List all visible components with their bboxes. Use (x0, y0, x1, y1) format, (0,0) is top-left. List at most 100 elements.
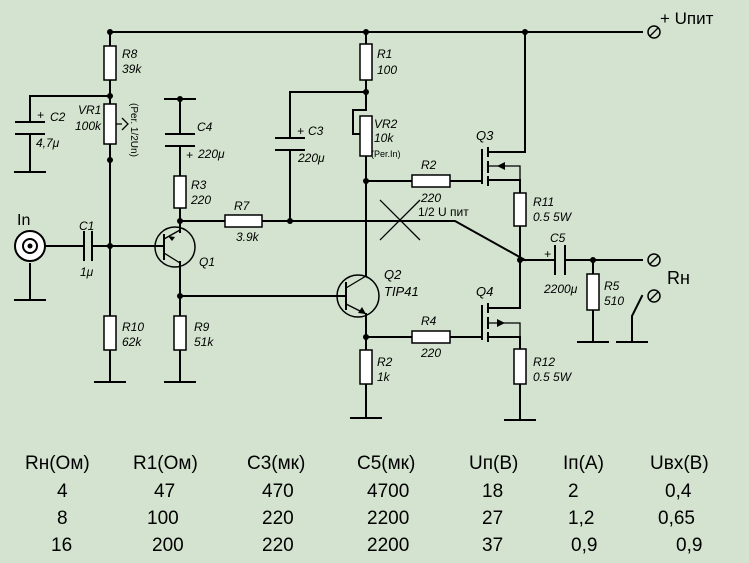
c5-capacitor (554, 245, 566, 275)
r11-resistor (513, 192, 527, 227)
c1-name: C1 (79, 219, 94, 233)
table-cell: 2200 (367, 535, 409, 556)
r11-value: 0.5 5W (533, 210, 573, 224)
q2-value: TIP41 (384, 284, 419, 299)
table-cell: 0,65 (658, 508, 695, 529)
table-cell: 8 (57, 508, 68, 529)
vr1-note: (Per. 1/2Un) (128, 103, 139, 157)
table-header-cell: Iп(А) (563, 453, 604, 474)
table-cell: 0,4 (665, 481, 692, 502)
input-label: In (17, 212, 30, 229)
r10-value: 62k (122, 335, 142, 349)
table-cell: 100 (147, 508, 179, 529)
table-cell: 1,2 (568, 508, 594, 529)
table-cell: 27 (482, 508, 503, 529)
c3-value: 220μ (297, 151, 325, 165)
vr2-note: (Per.In) (371, 149, 401, 159)
c2-pol: + (37, 108, 44, 122)
table-cell: 4 (57, 481, 68, 502)
r2a-resistor (411, 174, 451, 188)
c4-value: 220μ (197, 147, 225, 161)
c5-name: C5 (550, 231, 566, 245)
c3-pol: + (297, 124, 304, 138)
c3-name: C3 (308, 124, 324, 138)
c3-capacitor (275, 137, 305, 151)
r8-value: 39k (122, 62, 142, 76)
table-header-cell: Uвх(В) (650, 453, 709, 474)
r9-name: R9 (194, 320, 210, 334)
r3-resistor (173, 175, 187, 209)
r12-value: 0.5 5W (533, 370, 573, 384)
table-header: Rн(Ом) R1(Ом) C3(мк) C5(мк) Uп(В) Iп(А) … (25, 453, 709, 474)
table-row: 4 47 470 4700 18 2 0,4 (57, 481, 692, 502)
r5-value: 510 (604, 294, 624, 308)
table-cell: 37 (482, 535, 503, 556)
r9-resistor (173, 315, 187, 351)
load-terminal-top (647, 253, 661, 267)
table-header-cell: C5(мк) (357, 453, 415, 474)
r3-value: 220 (190, 193, 211, 207)
r12-resistor (513, 348, 527, 385)
vr2-value: 10k (374, 131, 394, 145)
r4-value: 220 (420, 346, 441, 360)
vr1-value: 100k (75, 119, 102, 133)
table-header-cell: C3(мк) (247, 453, 305, 474)
load-terminal-bottom (647, 289, 661, 303)
c2-value: 4,7μ (36, 136, 60, 150)
vr1-name: VR1 (78, 103, 101, 117)
table-cell: 4700 (367, 481, 409, 502)
q3-name: Q3 (476, 128, 494, 143)
r1-value: 100 (377, 63, 397, 77)
r8-name: R8 (122, 47, 138, 61)
q4-mosfet (481, 303, 521, 342)
r3-name: R3 (191, 178, 207, 192)
r7-name: R7 (234, 199, 251, 213)
r7-value: 3.9k (236, 230, 260, 244)
r1-name: R1 (377, 47, 392, 61)
r4-name: R4 (421, 314, 437, 328)
c5-pol: + (544, 247, 551, 261)
r2b-name: R2 (377, 355, 393, 369)
table-row: 8 100 220 2200 27 1,2 0,65 (57, 508, 695, 529)
input-jack (14, 230, 46, 262)
q1-transistor (154, 226, 196, 268)
table-header-cell: Uп(В) (469, 453, 518, 474)
table-cell: 2200 (367, 508, 409, 529)
r9-value: 51k (194, 335, 214, 349)
r8-resistor (103, 45, 117, 81)
r1-resistor (359, 43, 373, 81)
r2a-value: 220 (420, 191, 441, 205)
r10-name: R10 (122, 320, 144, 334)
q3-mosfet (481, 147, 521, 186)
c4-pol: + (186, 148, 193, 162)
table-cell: 47 (154, 481, 175, 502)
load-label: Rн (667, 268, 690, 288)
r2a-name: R2 (421, 158, 437, 172)
table-cell: 2 (568, 481, 579, 502)
c1-value: 1μ (80, 265, 94, 279)
r7-resistor (224, 214, 263, 228)
c1-capacitor (83, 231, 93, 261)
q1-name: Q1 (199, 255, 215, 269)
supply-label: + Uпит (660, 9, 714, 28)
table-cell: 0,9 (571, 535, 597, 556)
parameter-table: Rн(Ом) R1(Ом) C3(мк) C5(мк) Uп(В) Iп(А) … (25, 453, 709, 556)
q2-name: Q2 (384, 267, 402, 282)
r12-name: R12 (533, 355, 555, 369)
table-cell: 220 (262, 508, 294, 529)
table-cell: 470 (262, 481, 294, 502)
table-cell: 200 (152, 535, 184, 556)
c5-value: 2200μ (543, 282, 578, 296)
r11-name: R11 (533, 195, 554, 209)
c2-name: C2 (50, 110, 66, 124)
c2-capacitor (15, 121, 45, 135)
table-cell: 18 (482, 481, 503, 502)
table-cell: 0,9 (676, 535, 702, 556)
r5-name: R5 (604, 279, 620, 293)
table-cell: 220 (262, 535, 294, 556)
vr1-resistor (103, 103, 117, 145)
table-row: 16 200 220 2200 37 0,9 0,9 (51, 535, 702, 556)
vr2-resistor (359, 115, 373, 157)
table-header-cell: R1(Ом) (133, 453, 198, 474)
c4-name: C4 (197, 120, 213, 134)
